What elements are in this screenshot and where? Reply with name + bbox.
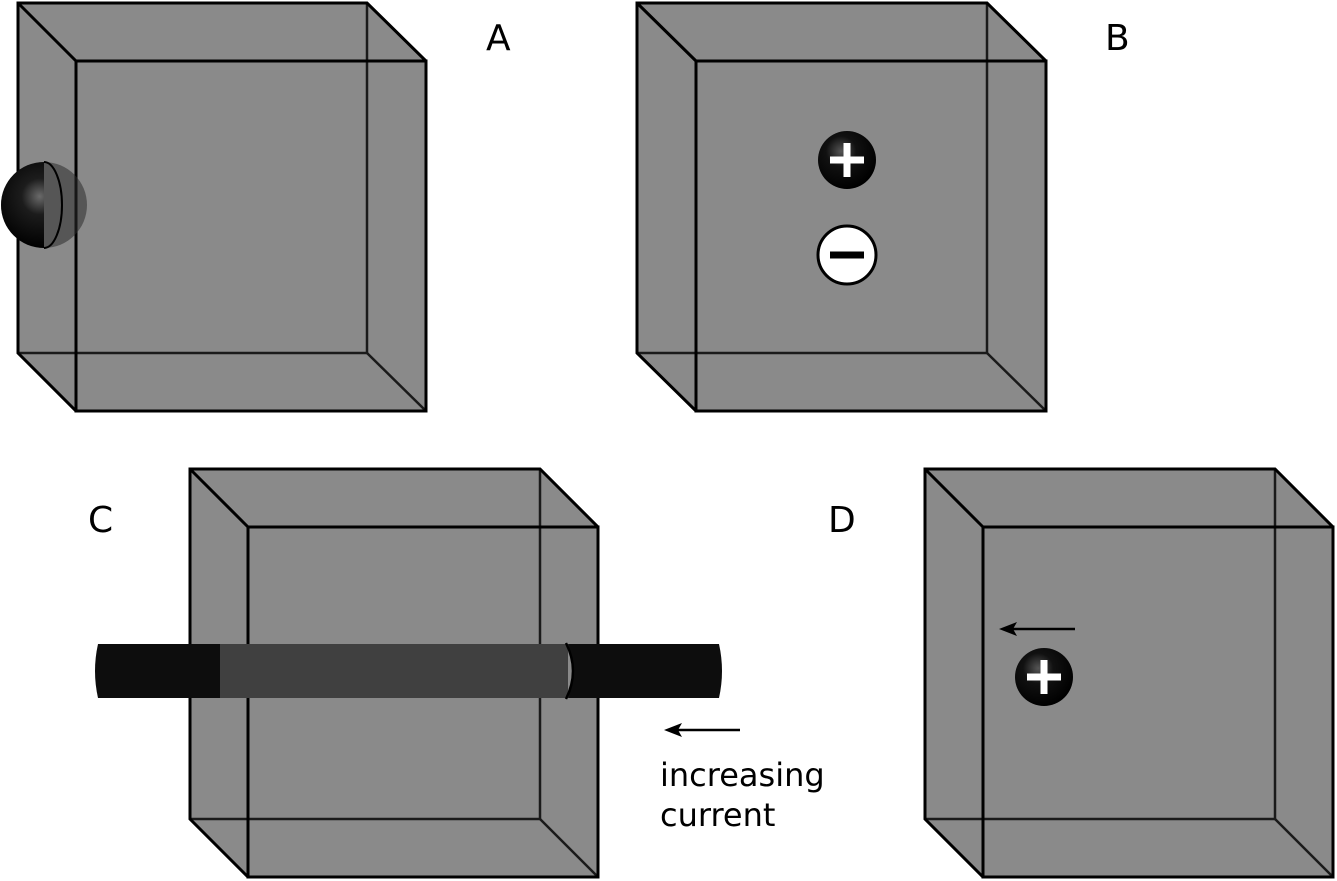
caption-increasing: increasing	[660, 756, 825, 794]
caption-current: current	[660, 796, 775, 834]
panel-d-label: D	[828, 500, 856, 541]
current-carrying-wire	[95, 642, 722, 700]
panel-d: D	[828, 467, 1335, 879]
panel-b-label: B	[1105, 18, 1130, 59]
panel-a-box	[16, 1, 428, 413]
plus-charge-icon	[818, 131, 876, 189]
left-arrow-icon	[664, 723, 740, 737]
minus-charge-icon	[816, 224, 878, 286]
panel-c: increasing current C	[88, 467, 825, 879]
left-arrow-icon	[999, 622, 1075, 636]
plus-charge-icon	[1015, 648, 1073, 706]
sphere-crossing-surface	[1, 161, 87, 249]
panel-a-label: A	[486, 18, 511, 59]
panel-c-label: C	[88, 500, 113, 541]
panel-d-box	[923, 467, 1335, 879]
panel-a: A	[1, 1, 511, 413]
panel-b: B	[635, 1, 1130, 413]
panel-b-box	[635, 1, 1048, 413]
